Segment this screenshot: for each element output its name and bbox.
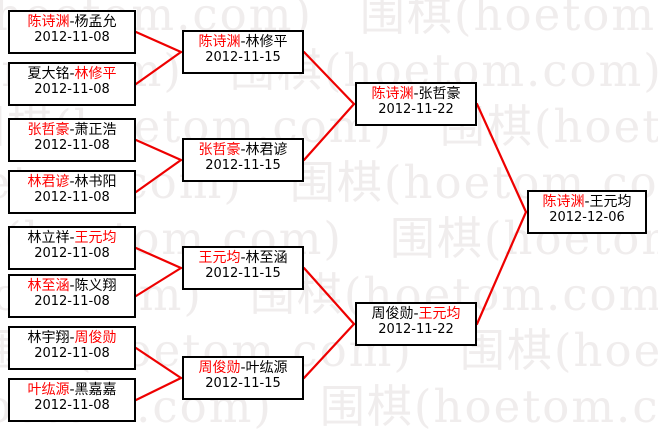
player-two-name: 叶纮源 <box>245 360 288 376</box>
player-two-name: 陈义翔 <box>74 278 117 294</box>
match-players: 周俊勋-王元均 <box>357 306 475 322</box>
player-two-name: 周俊勋 <box>74 330 117 346</box>
versus-separator: - <box>584 194 590 210</box>
match-date: 2012-11-08 <box>34 138 110 153</box>
match-players: 林君谚-林书阳 <box>10 174 134 190</box>
match-players: 陈诗渊-王元均 <box>529 194 645 210</box>
player-one-name: 陈诗渊 <box>198 34 241 50</box>
player-one-name: 张哲豪 <box>198 142 241 158</box>
player-one-name: 林君谚 <box>27 174 70 190</box>
match-players: 林至涵-陈义翔 <box>10 278 134 294</box>
player-one-name: 王元均 <box>198 250 241 266</box>
versus-separator: - <box>240 250 246 266</box>
match-players: 陈诗渊-林修平 <box>184 34 302 50</box>
match-players: 陈诗渊-杨孟允 <box>10 14 134 30</box>
player-one-name: 夏大铭 <box>27 66 70 82</box>
player-two-name: 王元均 <box>589 194 632 210</box>
match-date: 2012-11-08 <box>34 190 110 205</box>
player-one-name: 林至涵 <box>27 278 70 294</box>
player-one-name: 张哲豪 <box>27 122 70 138</box>
match-players: 林立祥-王元均 <box>10 230 134 246</box>
versus-separator: - <box>69 66 75 82</box>
player-one-name: 林宇翔 <box>27 330 70 346</box>
match-players: 周俊勋-叶纮源 <box>184 360 302 376</box>
versus-separator: - <box>69 230 75 246</box>
match-players: 林宇翔-周俊勋 <box>10 330 134 346</box>
versus-separator: - <box>69 278 75 294</box>
player-one-name: 周俊勋 <box>371 306 414 322</box>
versus-separator: - <box>69 174 75 190</box>
versus-separator: - <box>240 34 246 50</box>
player-one-name: 陈诗渊 <box>27 14 70 30</box>
match-date: 2012-11-08 <box>34 30 110 45</box>
versus-separator: - <box>240 360 246 376</box>
match-players: 陈诗渊-张哲豪 <box>357 86 475 102</box>
match-players: 张哲豪-林君谚 <box>184 142 302 158</box>
match-players: 叶纮源-黑嘉嘉 <box>10 382 134 398</box>
player-two-name: 林至涵 <box>245 250 288 266</box>
match-date: 2012-11-15 <box>205 266 281 281</box>
player-two-name: 林书阳 <box>74 174 117 190</box>
match-date: 2012-11-08 <box>34 82 110 97</box>
player-two-name: 王元均 <box>74 230 117 246</box>
versus-separator: - <box>69 122 75 138</box>
player-two-name: 林修平 <box>245 34 288 50</box>
match-date: 2012-11-15 <box>205 158 281 173</box>
player-one-name: 叶纮源 <box>27 382 70 398</box>
versus-separator: - <box>413 86 419 102</box>
match-date: 2012-12-06 <box>549 210 625 225</box>
match-players: 王元均-林至涵 <box>184 250 302 266</box>
match-date: 2012-11-22 <box>378 102 454 117</box>
player-two-name: 林修平 <box>74 66 117 82</box>
player-one-name: 陈诗渊 <box>542 194 585 210</box>
match-players: 张哲豪-萧正浩 <box>10 122 134 138</box>
match-date: 2012-11-15 <box>205 376 281 391</box>
match-players: 夏大铭-林修平 <box>10 66 134 82</box>
match-date: 2012-11-22 <box>378 322 454 337</box>
match-date: 2012-11-15 <box>205 50 281 65</box>
player-two-name: 王元均 <box>418 306 461 322</box>
player-one-name: 林立祥 <box>27 230 70 246</box>
player-two-name: 黑嘉嘉 <box>74 382 117 398</box>
player-two-name: 张哲豪 <box>418 86 461 102</box>
player-two-name: 杨孟允 <box>74 14 117 30</box>
player-two-name: 萧正浩 <box>74 122 117 138</box>
player-one-name: 周俊勋 <box>198 360 241 376</box>
versus-separator: - <box>69 330 75 346</box>
versus-separator: - <box>69 14 75 30</box>
match-date: 2012-11-08 <box>34 246 110 261</box>
player-two-name: 林君谚 <box>245 142 288 158</box>
match-date: 2012-11-08 <box>34 294 110 309</box>
match-date: 2012-11-08 <box>34 346 110 361</box>
match-date: 2012-11-08 <box>34 398 110 413</box>
versus-separator: - <box>413 306 419 322</box>
versus-separator: - <box>240 142 246 158</box>
versus-separator: - <box>69 382 75 398</box>
player-one-name: 陈诗渊 <box>371 86 414 102</box>
